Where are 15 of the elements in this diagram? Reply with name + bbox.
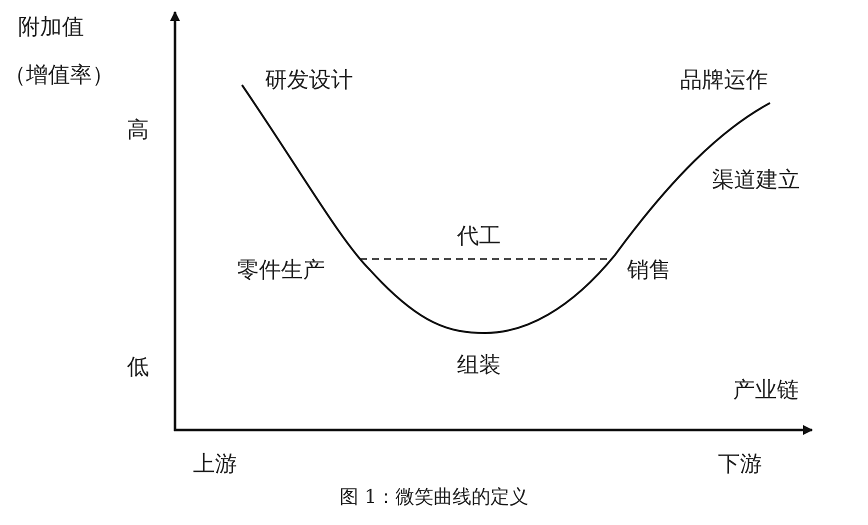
axis-or-curve-label: 渠道建立 (712, 168, 800, 194)
axis-or-curve-label: 附加值 (18, 15, 84, 42)
axis-or-curve-label: 销售 (627, 258, 671, 284)
axis-or-curve-label: 研发设计 (265, 68, 353, 94)
axis-or-curve-label: 品牌运作 (680, 68, 768, 94)
axis-or-curve-label: （增值率） (4, 63, 114, 90)
figure-caption: 图 1：微笑曲线的定义 (338, 485, 530, 510)
axis-or-curve-label: 代工 (457, 224, 501, 250)
axis-or-curve-label: 下游 (718, 452, 762, 478)
axis-or-curve-label: 产业链 (733, 378, 799, 404)
axis-or-curve-label: 高 (127, 118, 149, 144)
axis-or-curve-label: 零件生产 (237, 258, 325, 284)
axis-or-curve-label: 低 (127, 355, 149, 382)
axis-or-curve-label: 上游 (193, 452, 237, 478)
axis-or-curve-label: 组装 (457, 353, 501, 380)
